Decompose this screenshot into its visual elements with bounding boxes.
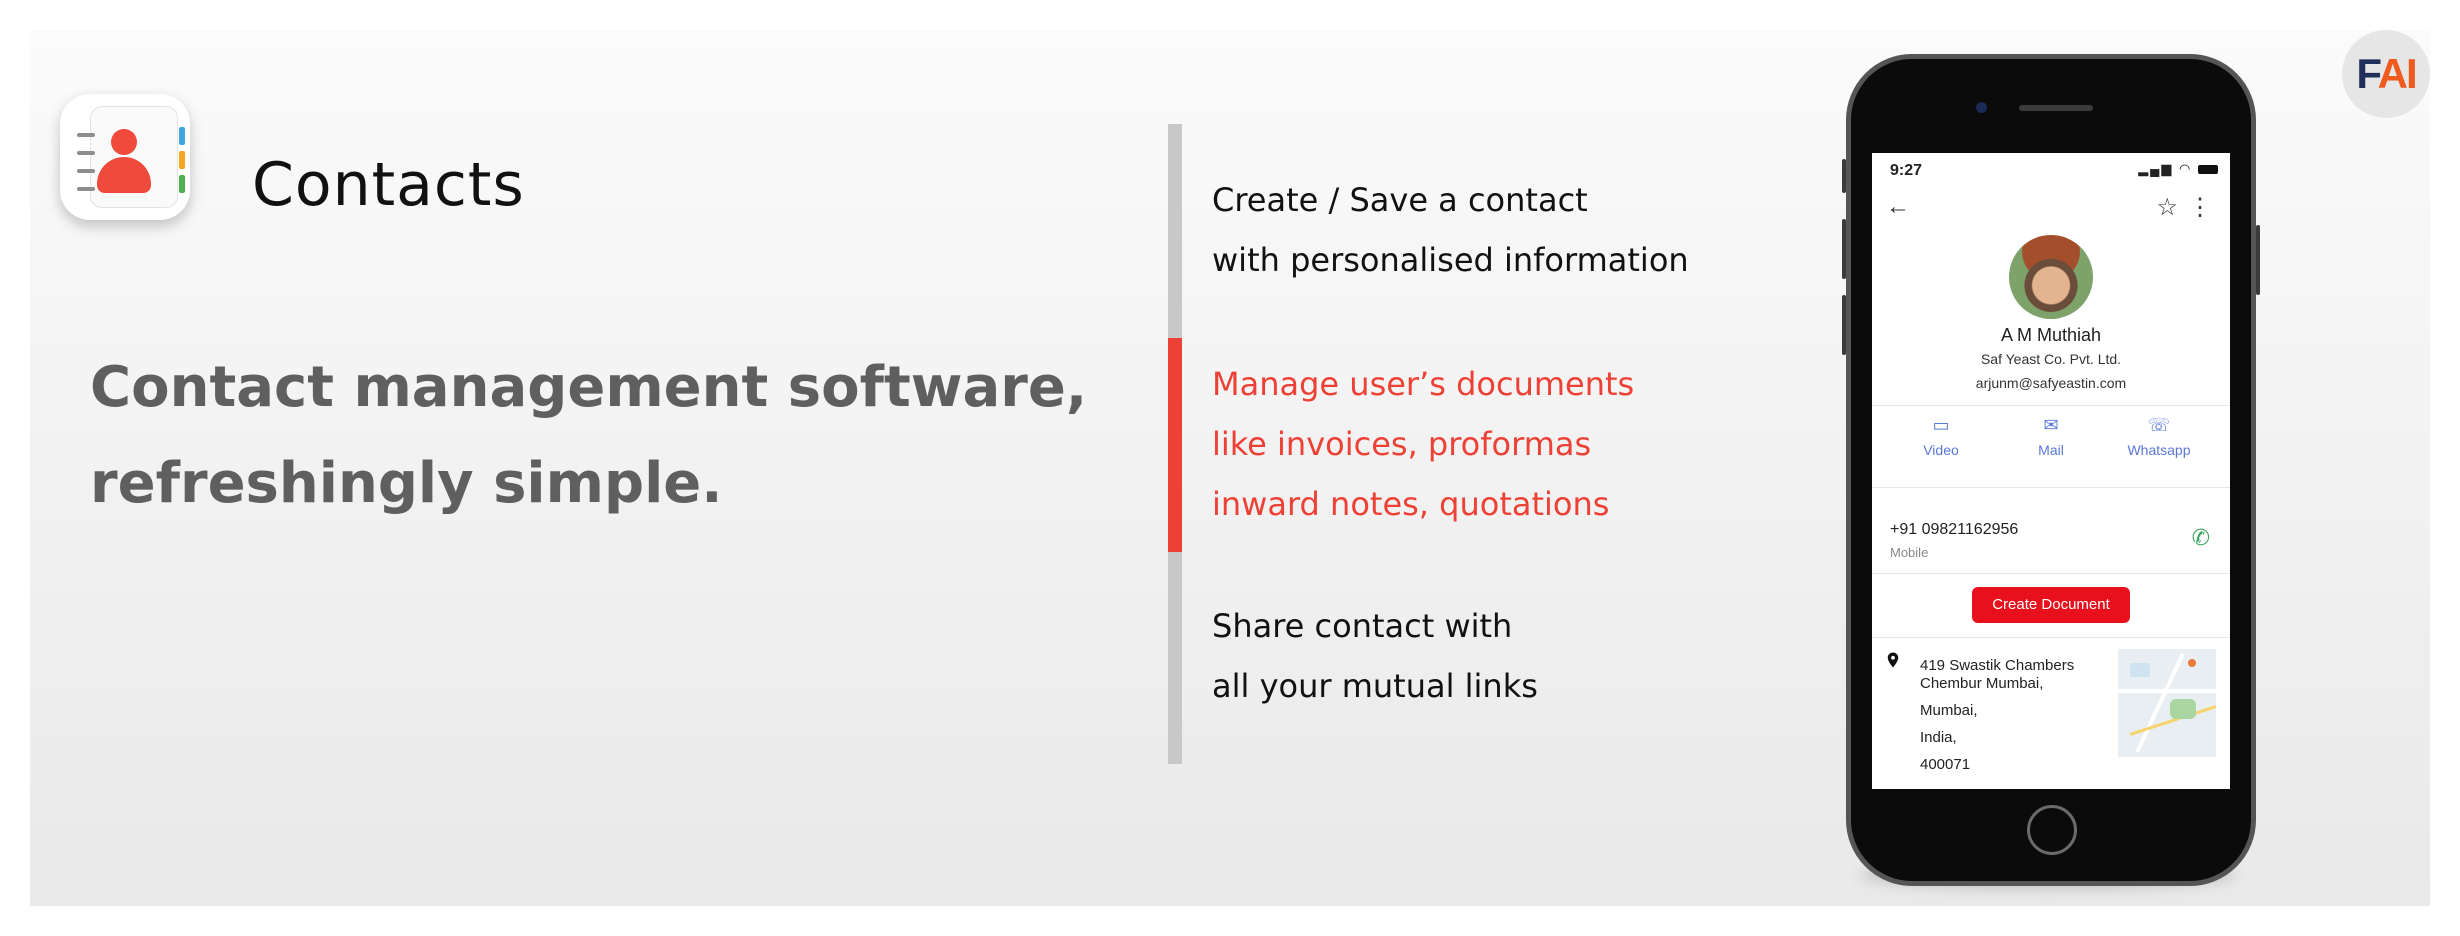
feature-2: Manage user’s documents like invoices, p… xyxy=(1212,354,1634,534)
feature-2-line-3: inward notes, quotations xyxy=(1212,485,1610,523)
phone-number[interactable]: +91 09821162956 xyxy=(1890,521,2019,538)
feature-bar-3 xyxy=(1168,552,1182,764)
feature-2-line-2: like invoices, proformas xyxy=(1212,425,1592,463)
front-camera xyxy=(1976,102,1987,113)
address-line-2: Chembur Mumbai, xyxy=(1920,675,2044,692)
headline-line-1: Contact management software, xyxy=(90,355,1088,420)
feature-2-line-1: Manage user’s documents xyxy=(1212,365,1635,403)
status-icons: ▂▄▆ ◠ xyxy=(2138,161,2218,177)
feature-1: Create / Save a contact with personalise… xyxy=(1212,170,1689,290)
contact-company: Saf Yeast Co. Pvt. Ltd. xyxy=(1980,351,2122,367)
mail-icon: ✉ xyxy=(2043,415,2059,435)
feature-1-line-2: with personalised information xyxy=(1212,241,1689,279)
person-icon xyxy=(111,129,137,155)
create-document-button[interactable]: Create Document xyxy=(1972,587,2130,623)
headline: Contact management software, refreshingl… xyxy=(90,340,1090,532)
call-icon[interactable]: ✆ xyxy=(2191,525,2210,550)
mail-action[interactable]: ✉ Mail xyxy=(1996,415,2106,458)
status-time: 9:27 xyxy=(1890,162,1923,179)
phone-volume-down xyxy=(1842,295,1846,355)
divider xyxy=(1872,487,2230,488)
whatsapp-action[interactable]: ☏ Whatsapp xyxy=(2104,415,2214,458)
location-pin-icon xyxy=(1887,652,1899,668)
phone-mute-switch xyxy=(1842,159,1846,193)
divider xyxy=(1872,637,2230,638)
video-action[interactable]: ▭ Video xyxy=(1886,415,1996,458)
signal-icon: ▂▄▆ xyxy=(2138,161,2174,176)
contact-name: A M Muthiah xyxy=(2000,325,2102,345)
address-pin: 400071 xyxy=(1920,756,1971,773)
phone-type: Mobile xyxy=(1890,545,1929,560)
divider xyxy=(1872,573,2230,574)
phone-volume-up xyxy=(1842,219,1846,279)
battery-icon xyxy=(2198,165,2218,175)
video-label: Video xyxy=(1923,442,1959,458)
phone-mockup: 9:27 ▂▄▆ ◠ ← ☆ ⋮ A M Muthiah Saf Yeast C… xyxy=(1842,54,2260,886)
feature-1-line-1: Create / Save a contact xyxy=(1212,181,1588,219)
logo-part-2: AI xyxy=(2377,50,2418,97)
phone-power-button xyxy=(2256,225,2260,295)
app-title: Contacts xyxy=(252,150,525,220)
home-button[interactable] xyxy=(2027,805,2077,855)
address-line-1: 419 Swastik Chambers xyxy=(1920,657,2075,674)
feature-bar-2-active xyxy=(1168,338,1182,552)
star-icon[interactable]: ☆ xyxy=(2156,194,2178,221)
feature-3-line-1: Share contact with xyxy=(1212,607,1513,645)
map-thumbnail[interactable] xyxy=(2118,649,2216,757)
back-arrow-icon[interactable]: ← xyxy=(1886,193,1910,220)
address-block: 419 Swastik Chambers Chembur Mumbai, Mum… xyxy=(1920,655,2074,776)
phone-screen: 9:27 ▂▄▆ ◠ ← ☆ ⋮ A M Muthiah Saf Yeast C… xyxy=(1872,153,2230,789)
logo-part-1: F xyxy=(2356,50,2379,97)
contacts-app-icon xyxy=(60,94,190,220)
fai-logo: FAI xyxy=(2342,30,2430,118)
address-city: Mumbai, xyxy=(1920,702,1978,719)
divider xyxy=(1872,405,2230,406)
video-icon: ▭ xyxy=(1932,415,1950,435)
headline-line-2: refreshingly simple. xyxy=(90,451,723,516)
feature-3-line-2: all your mutual links xyxy=(1212,667,1538,705)
whatsapp-icon: ☏ xyxy=(2147,415,2171,435)
feature-bar-1 xyxy=(1168,124,1182,338)
mail-label: Mail xyxy=(2038,442,2064,458)
feature-3: Share contact with all your mutual links xyxy=(1212,596,1538,716)
address-country: India, xyxy=(1920,729,1957,746)
more-vert-icon[interactable]: ⋮ xyxy=(2188,194,2212,221)
whatsapp-label: Whatsapp xyxy=(2127,442,2191,458)
contact-avatar xyxy=(2009,235,2093,319)
contact-email[interactable]: arjunm@safyeastin.com xyxy=(1975,375,2127,391)
address-book-icon xyxy=(77,106,185,208)
wifi-icon: ◠ xyxy=(2179,161,2193,176)
earpiece-speaker xyxy=(2019,105,2093,111)
